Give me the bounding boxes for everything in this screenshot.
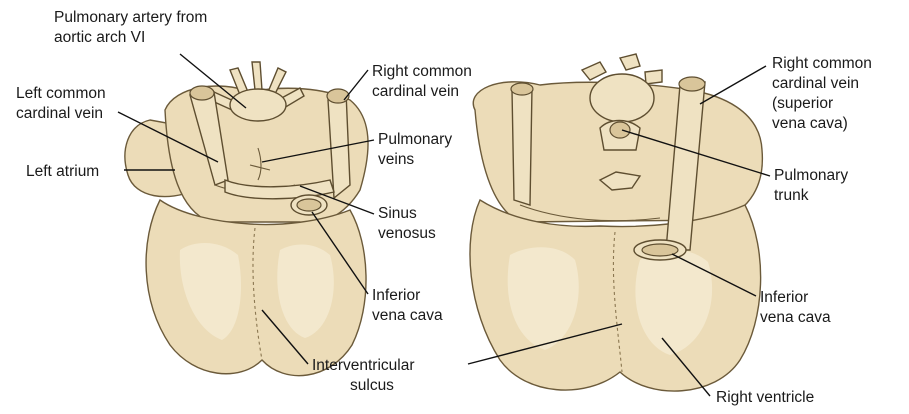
label-pulmonary-trunk: Pulmonary trunk: [774, 167, 852, 204]
inferior-vena-cava-left-opening: [297, 199, 321, 211]
leader-right-common-cardinal-vein-right: [700, 66, 766, 104]
label-left-atrium: Left atrium: [26, 163, 99, 180]
label-inferior-vena-cava-right: Inferior vena cava: [760, 289, 831, 326]
leader-right-common-cardinal-vein-left: [344, 70, 368, 100]
label-pulmonary-veins: Pulmonary veins: [378, 131, 456, 168]
label-pulmonary-artery: Pulmonary artery from aortic arch VI: [54, 9, 212, 46]
label-right-ventricle: Right ventricle: [716, 389, 814, 406]
label-inferior-vena-cava-left: Inferior vena cava: [372, 287, 443, 324]
label-left-common-cardinal-vein: Left common cardinal vein: [16, 85, 110, 122]
label-right-common-cardinal-vein-right: Right common cardinal vein (superior ven…: [772, 55, 876, 132]
left-heart-illustration: [125, 62, 368, 376]
left-cardinal-vessel-right-heart: [511, 83, 533, 205]
label-interventricular-sulcus: Interventricular sulcus: [312, 357, 419, 394]
label-right-common-cardinal-vein-left: Right common cardinal vein: [372, 63, 476, 100]
label-sinus-venosus: Sinus venosus: [378, 205, 436, 242]
right-heart-illustration: [470, 54, 762, 391]
